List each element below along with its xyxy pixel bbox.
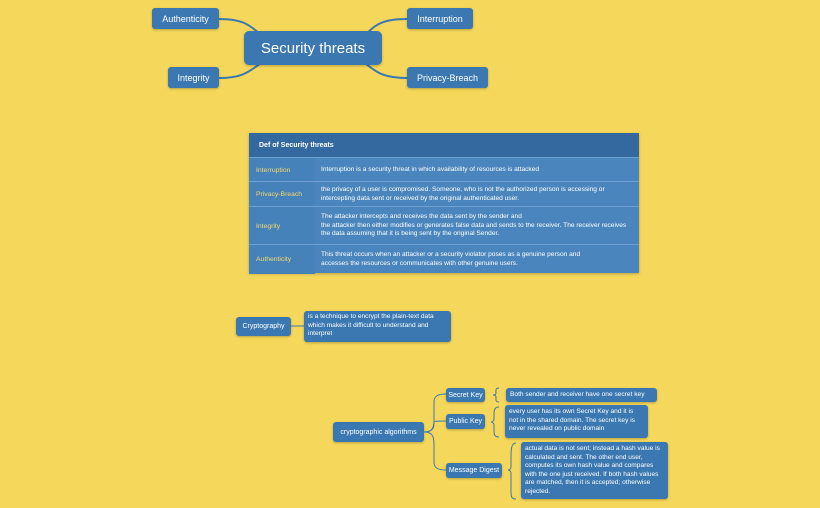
row-value: This threat occurs when an attacker or a…: [321, 250, 581, 267]
branch-integrity[interactable]: Integrity: [168, 67, 219, 88]
table-row: Authenticity This threat occurs when an …: [249, 244, 639, 274]
key-cell: [249, 182, 315, 207]
key-cell: [249, 245, 315, 274]
row-key: Authenticity: [256, 256, 292, 263]
threats-table: Def of Security threats Interruption Int…: [249, 133, 639, 274]
row-key: Interruption: [256, 166, 291, 174]
cryptographic-algorithms-node[interactable]: cryptographic algorithms: [333, 422, 424, 442]
table-row: Privacy-Breach the privacy of a user is …: [249, 181, 639, 207]
row-value: The attacker intercepts and receives the…: [321, 212, 627, 238]
row-key: Privacy-Breach: [256, 191, 303, 198]
table-row: Integrity The attacker intercepts and re…: [249, 206, 639, 245]
row-key: Integrity: [256, 222, 281, 230]
secret-key-node[interactable]: Secret Key: [446, 388, 485, 402]
public-key-node[interactable]: Public Key: [446, 414, 485, 429]
table-title: Def of Security threats: [249, 133, 639, 157]
branch-privacy-breach[interactable]: Privacy-Breach: [407, 67, 488, 88]
cryptography-description: is a technique to encrypt the plain-text…: [304, 311, 451, 342]
branch-authenticity[interactable]: Authenticity: [152, 8, 219, 29]
key-cell: [249, 207, 315, 245]
key-cell: [249, 158, 315, 182]
cryptography-node[interactable]: Cryptography: [236, 317, 291, 336]
table-row: Interruption Interruption is a security …: [249, 157, 639, 182]
message-digest-node[interactable]: Message Digest: [446, 463, 502, 478]
row-value: Interruption is a security threat in whi…: [321, 165, 540, 173]
public-key-description: every user has its own Secret Key and it…: [505, 405, 648, 438]
secret-key-description: Both sender and receiver have one secret…: [506, 388, 657, 402]
branch-interruption[interactable]: Interruption: [407, 8, 473, 29]
root-node[interactable]: Security threats: [244, 31, 382, 65]
row-value: the privacy of a user is compromised. So…: [321, 185, 605, 202]
message-digest-description: actual data is not sent; instead a hash …: [521, 442, 668, 499]
